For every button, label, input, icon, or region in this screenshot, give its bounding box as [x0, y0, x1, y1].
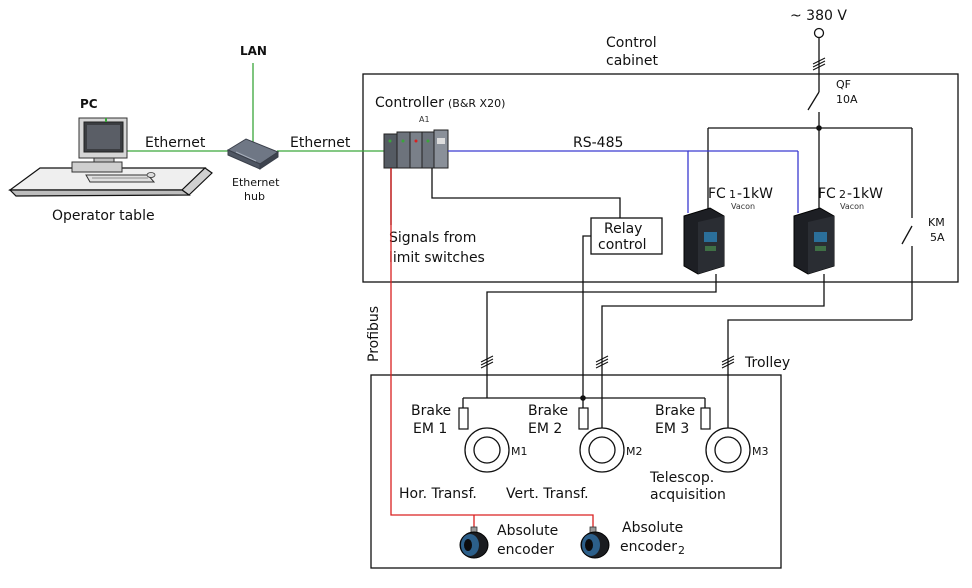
brake-em2-coil: [578, 407, 589, 430]
absolute-encoder-1-icon: [459, 526, 489, 559]
telescop-label-line2: acquisition: [650, 487, 726, 503]
brake-em3-coil: [700, 407, 711, 430]
motor-m1: M1: [464, 427, 528, 473]
trolley-label: Trolley: [744, 355, 790, 371]
power-supply: ~ 380 V QF 10A: [790, 8, 858, 128]
brake-em1-coil: [458, 407, 469, 430]
relay-label-line2: control: [598, 237, 647, 253]
cable-markers: [480, 355, 735, 369]
relay-label-line1: Relay: [604, 221, 642, 237]
brake-em2-line2: EM 2: [528, 421, 562, 437]
controller-icon: [383, 129, 449, 169]
fc1-index: 1: [729, 188, 736, 201]
controller-designator: A1: [419, 115, 430, 124]
km-contactor-contact: [901, 225, 913, 245]
motor-m3-label: M3: [752, 445, 769, 458]
qf-rating: 10A: [836, 93, 858, 106]
fc1-prefix: FC: [708, 186, 726, 202]
motor-m2: M2: [579, 427, 643, 473]
qf-label: QF: [836, 78, 851, 91]
fc1-brand: Vacon: [731, 202, 755, 211]
km-to-m3-wire: [727, 319, 912, 428]
control-cabinet-frame: [362, 73, 959, 283]
frequency-converter-1: FC 1 -1kW Vacon: [486, 186, 773, 398]
encoder2-index: 2: [678, 544, 685, 557]
relay-control-box: [590, 217, 663, 255]
lan-label: LAN: [240, 44, 267, 58]
motor-m3: M3: [705, 427, 769, 473]
brake-em2-line1: Brake: [528, 403, 568, 419]
encoder1-label-line2: encoder: [497, 542, 554, 558]
fc1-drive-icon: [683, 207, 725, 275]
qf-breaker-contact: [807, 91, 820, 111]
power-supply-label: ~ 380 V: [790, 8, 847, 24]
brake-em3-line1: Brake: [655, 403, 695, 419]
pc-icon: [71, 117, 156, 183]
fc1-rating: -1kW: [737, 186, 773, 202]
motor-m2-label: M2: [626, 445, 643, 458]
profibus-line: [390, 168, 594, 532]
power-terminal: [813, 27, 825, 39]
encoder2-label-line2: encoder: [620, 539, 677, 555]
cabinet-label-line2: cabinet: [606, 53, 659, 69]
motor-m1-label: M1: [511, 445, 528, 458]
signals-label-line1: Signals from: [389, 230, 476, 246]
ethernet-label-2: Ethernet: [290, 135, 351, 151]
km-rating: 5A: [930, 231, 945, 244]
brake-em1-line1: Brake: [411, 403, 451, 419]
trolley-frame: [370, 374, 782, 569]
operator-table-label: Operator table: [52, 208, 155, 224]
encoder1-label-line1: Absolute: [497, 523, 558, 539]
brake-em1-line2: EM 1: [413, 421, 447, 437]
power-bus: KM 5A: [707, 125, 945, 320]
telescop-label-line1: Telescop.: [649, 470, 714, 486]
three-phase-marker: [812, 57, 826, 71]
relay-to-brakes-wire: [582, 235, 591, 398]
cabinet-label-line1: Control: [606, 35, 657, 51]
frequency-converter-2: FC 2 -1kW Vacon: [601, 186, 883, 428]
fc2-rating: -1kW: [847, 186, 883, 202]
hub-label-line2: hub: [244, 190, 265, 203]
rs485-label: RS-485: [573, 135, 623, 151]
fc2-index: 2: [839, 188, 846, 201]
pc-label: PC: [80, 97, 98, 111]
fc2-brand: Vacon: [840, 202, 864, 211]
rs485-bus: [448, 150, 799, 213]
ethernet-hub-icon: [226, 138, 280, 170]
fc2-prefix: FC: [818, 186, 836, 202]
hub-label-line1: Ethernet: [232, 176, 280, 189]
signals-label-line2: limit switches: [389, 250, 485, 266]
hor-transf-label: Hor. Transf.: [399, 486, 477, 502]
km-label: KM: [928, 216, 945, 229]
absolute-encoder-2-icon: [580, 526, 610, 559]
fc2-drive-icon: [793, 207, 835, 275]
profibus-label: Profibus: [366, 306, 382, 362]
brake-bus: [462, 395, 706, 408]
encoder2-label-line1: Absolute: [622, 520, 683, 536]
controller-label: Controller: [375, 95, 444, 111]
ethernet-label-1: Ethernet: [145, 135, 206, 151]
controller-model: (B&R X20): [448, 97, 505, 110]
brake-em3-line2: EM 3: [655, 421, 689, 437]
vert-transf-label: Vert. Transf.: [506, 486, 589, 502]
controller-relay-wire: [431, 168, 621, 218]
